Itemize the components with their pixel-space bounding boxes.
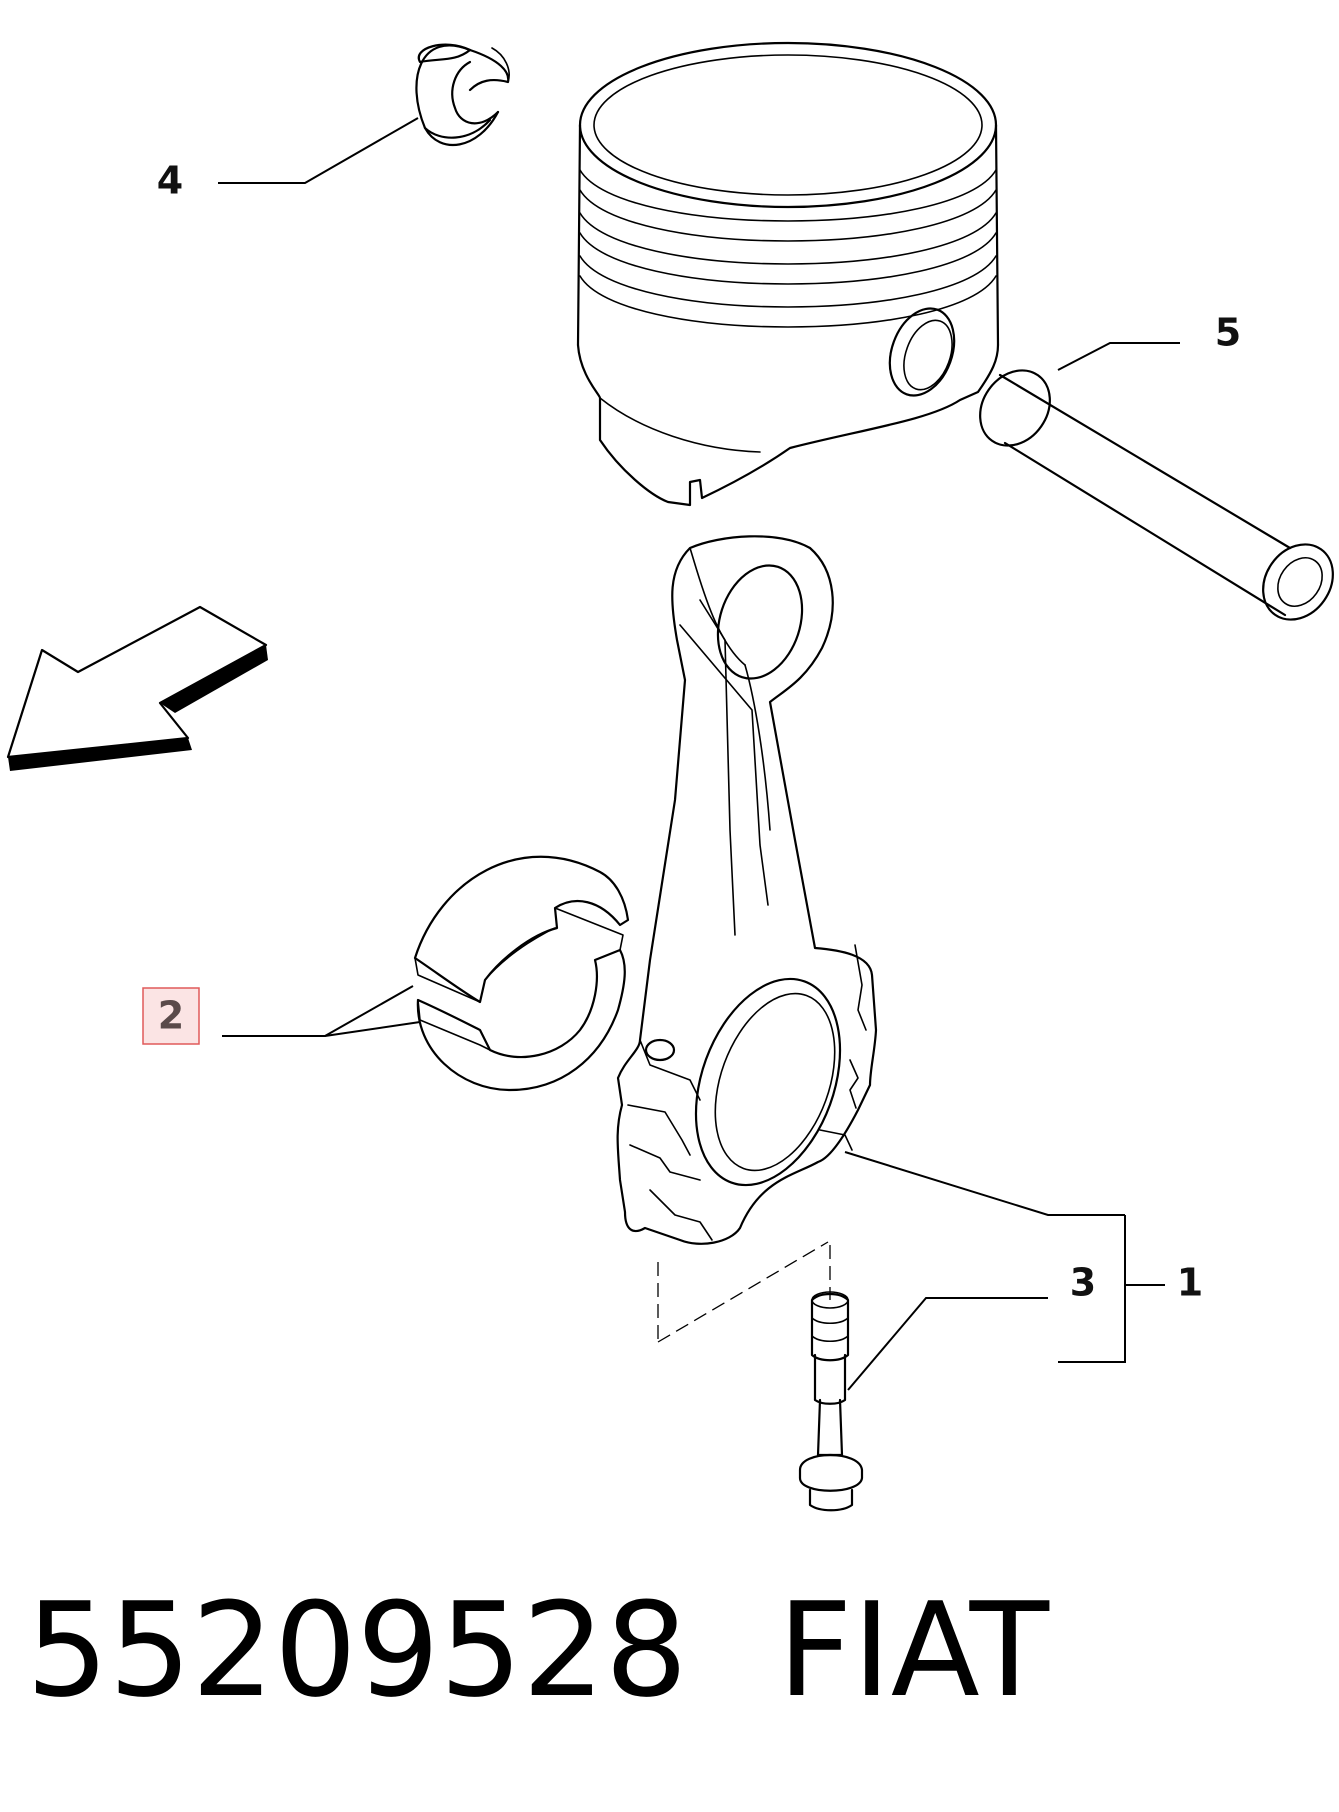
piston-pin-drawing [979,369,1334,621]
bolt-drawing [798,1291,864,1512]
connecting-rod-drawing [616,535,878,1245]
part-number: 55209528 [26,1574,688,1726]
callout-2: 2 [142,987,200,1045]
callout-1: 1 [1177,1261,1203,1305]
callout-1-label: 1 [1177,1261,1203,1305]
piston-drawing [576,41,1000,507]
callout-4-label: 4 [157,159,183,203]
callout-4: 4 [157,159,183,203]
callout-3-label: 3 [1070,1261,1096,1305]
leader-lines [218,117,1180,1391]
direction-arrow-icon [6,605,268,771]
callout-3: 3 [1070,1261,1096,1305]
bearing-shells-drawing [413,855,630,1092]
callout-5-label: 5 [1215,311,1241,355]
circlip-drawing [415,43,510,146]
callout-2-highlight-box [142,987,200,1045]
footer-caption: 55209528 FIAT [26,1560,1049,1740]
callout-5: 5 [1215,311,1241,355]
brand-name: FIAT [777,1574,1050,1726]
callout-2-label: 2 [158,994,184,1038]
assembly-guide-lines [657,1241,831,1343]
